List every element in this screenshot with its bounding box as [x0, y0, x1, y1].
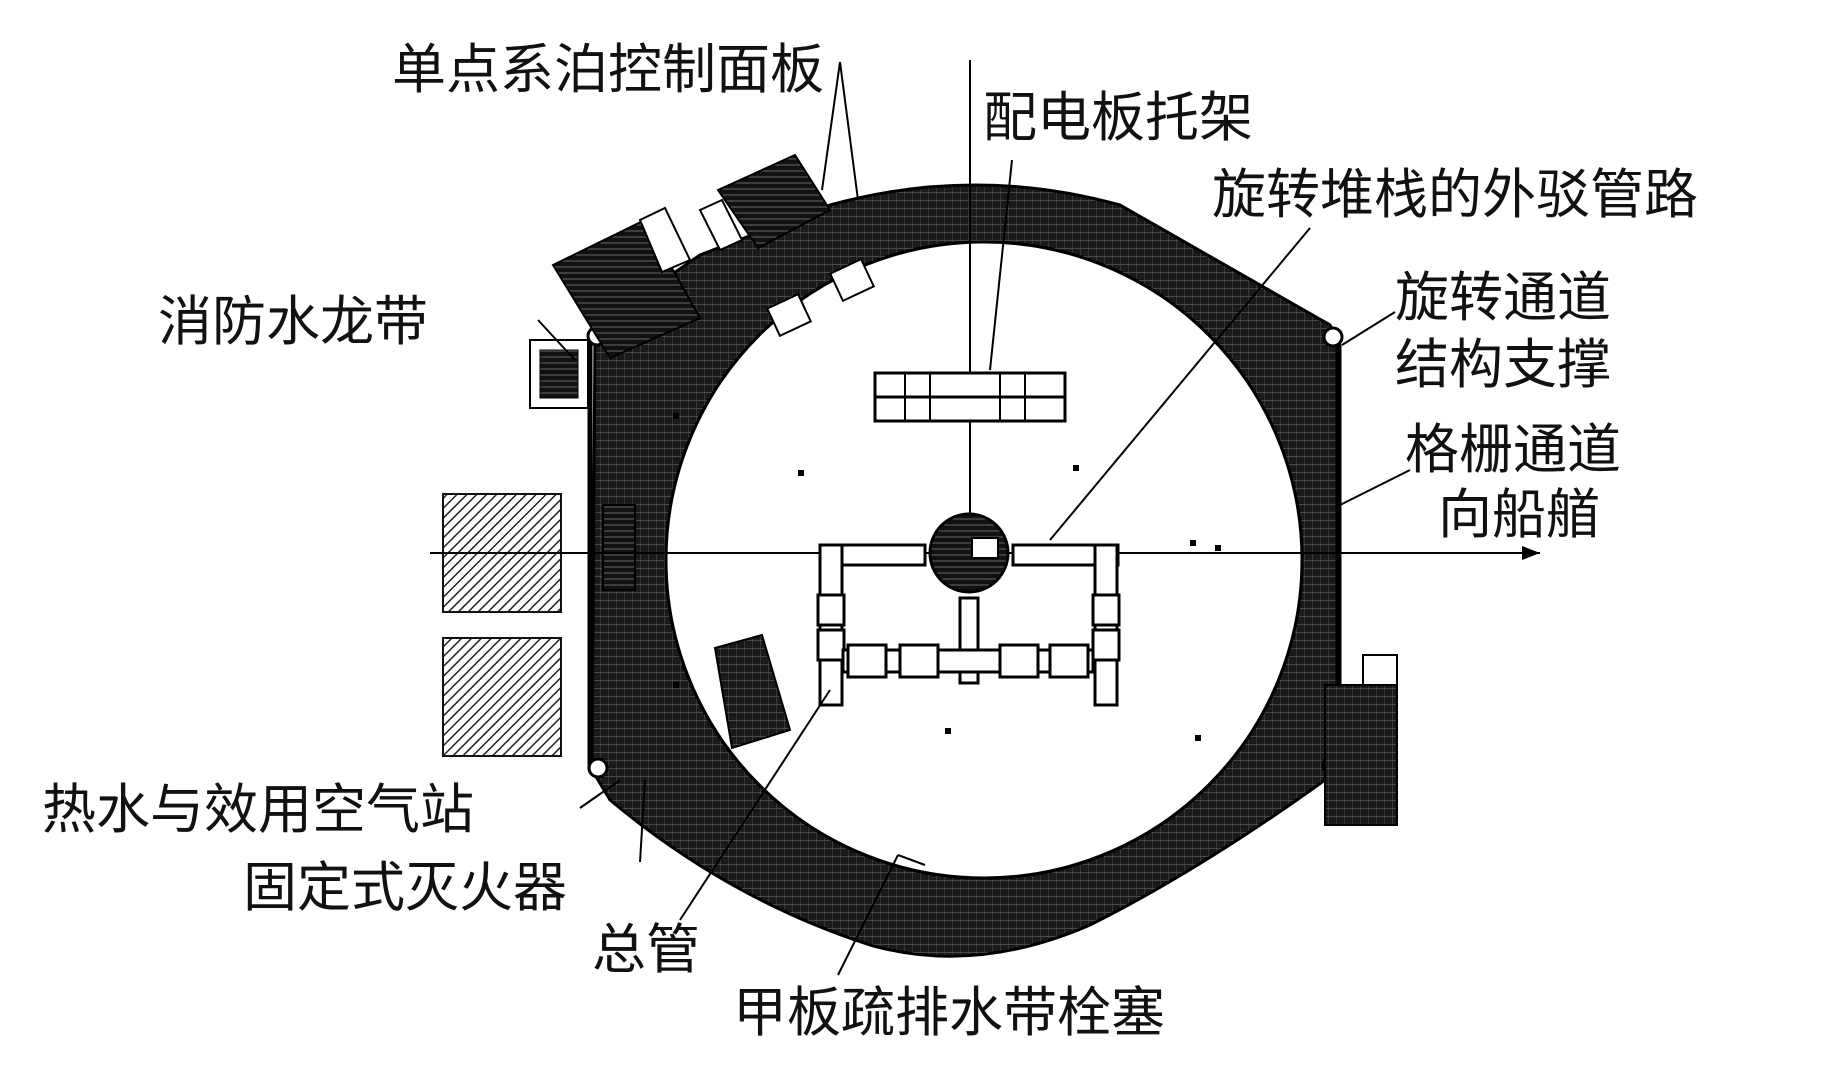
panel-stair: [638, 206, 692, 274]
label-manifold: 总管: [592, 918, 700, 981]
support-post-icon: [1322, 326, 1344, 348]
swivel-stack: [928, 512, 1010, 594]
bow-arrow-icon: [1522, 546, 1540, 560]
junction-box-icon: [765, 292, 813, 338]
panel-stair: [698, 198, 744, 252]
label-deck-drain: 甲板疏排水带栓塞: [733, 981, 1165, 1044]
label-mooring-panel: 单点系泊控制面板: [392, 38, 824, 101]
deck-marker-dots: [673, 413, 1221, 741]
leader-lines: [537, 61, 1411, 976]
manifold-piping: [816, 543, 1121, 707]
support-post-icon: [587, 757, 609, 779]
hatched-block-lower: [442, 637, 562, 757]
swivel-core: [971, 537, 999, 559]
bracket-detail: [999, 372, 1026, 422]
label-grating-walkway-1: 格栅通道: [1405, 418, 1621, 481]
inner-stair-grating: [713, 633, 792, 750]
label-walkway-support-2: 结构支撑: [1395, 333, 1611, 396]
label-grating-walkway-2: 向船艏: [1438, 483, 1600, 546]
mooring-control-panel-box: [716, 153, 832, 250]
bracket-detail: [904, 372, 931, 422]
fire-hose-reel: [539, 349, 579, 399]
label-walkway-support-1: 旋转通道: [1395, 266, 1611, 329]
junction-box-icon: [828, 257, 876, 303]
label-turret-piping: 旋转堆栈的外驳管路: [1212, 163, 1698, 226]
bow-walkway-box: [1362, 654, 1398, 686]
bow-walkway-grating: [1324, 684, 1398, 826]
label-fire-hose: 消防水龙带: [158, 290, 428, 353]
label-distribution-bracket: 配电板托架: [983, 86, 1253, 149]
label-hot-water-station: 热水与效用空气站: [42, 778, 474, 841]
label-fire-extinguisher: 固定式灭火器: [243, 856, 567, 919]
hot-water-station-box: [602, 504, 636, 591]
